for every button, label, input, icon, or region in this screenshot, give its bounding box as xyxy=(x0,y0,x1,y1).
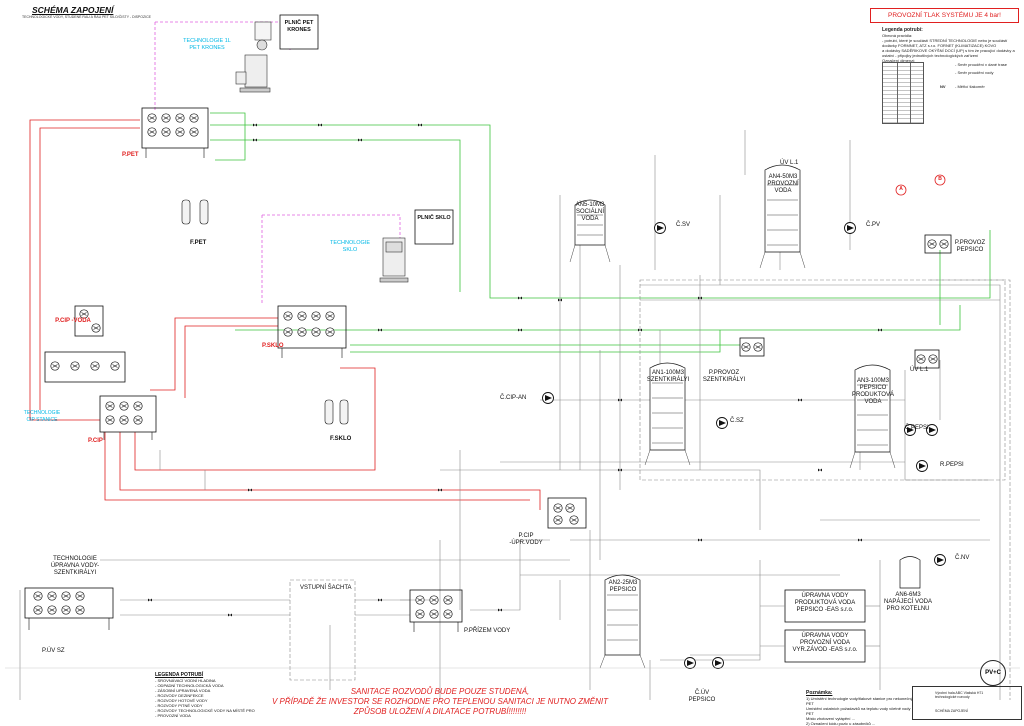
stamp-company: Výrobní hala ABC Vlašská H71 technologic… xyxy=(935,691,984,699)
label-p-cip-voda: P.CIP -VODA xyxy=(55,318,91,324)
label-tech-sklo: TECHNOLOGIE SKLO xyxy=(330,240,371,253)
legend-symbol-water: - Směr proudění vody xyxy=(955,70,994,75)
label-plnic-pet: PLNIČ PET KRONES xyxy=(284,20,314,33)
sanitation-note: SANITACE ROZVODŮ BUDE POUZE STUDENÁ, V P… xyxy=(250,687,630,717)
pipe-legend-item: - ROZVODY HOTOVÉ VODY xyxy=(155,698,208,703)
legend-dimension-table xyxy=(882,62,924,124)
legend-line: Obecná pravidla: xyxy=(882,33,913,38)
drawing-title: SCHÉMA ZAPOJENÍ xyxy=(32,5,114,15)
pipe-legend-item: - ROZVODY PITNÉ VODY xyxy=(155,703,203,708)
label-p-pet: P.PET xyxy=(122,152,139,158)
label-uv-l1-top: ÚV L.1 xyxy=(780,160,799,166)
label-p-sklo: P.SKLO xyxy=(262,343,284,349)
label-an1: AN1-100M3 SZENTKIRÁLYI xyxy=(646,370,690,383)
label-c-pepsi: Č.PEPSI xyxy=(905,425,929,431)
label-c-sz: Č.SZ xyxy=(730,418,744,424)
pipe-legend-item: - ODPADNÍ TECHNOLOGICKÁ VODA xyxy=(155,683,224,688)
pipe-legend-item: - SROVNÁVACÍ VODNÍ HLADINA xyxy=(155,678,216,683)
label-an2: AN2-25M3 PEPSICO xyxy=(608,580,638,593)
label-tech-upravna: TECHNOLOGIE ÚPRAVNA VODY-SZENTKIRÁLYI xyxy=(50,556,100,576)
label-c-uv-pepsico: Č.ÚV PEPSICO xyxy=(688,690,716,703)
legend-symbol-gauge: - Měřicí tlakoměr xyxy=(955,84,985,89)
label-p-cip-upr: P.CIP -ÚPR.VODY xyxy=(509,533,543,546)
label-f-sklo: F.SKLO xyxy=(330,436,352,442)
label-an4: AN4-50M3 PROVOZNÍ VODA xyxy=(767,174,799,194)
label-circle-b: B xyxy=(938,176,942,182)
label-plnic-sklo: PLNIČ SKLO xyxy=(417,215,451,221)
poznamka-title: Poznámka: xyxy=(806,690,833,696)
label-f-pet: F.PET xyxy=(190,240,207,246)
pipe-legend-item: - PROVOZNÍ VODA xyxy=(155,713,191,718)
label-c-sv: Č.SV xyxy=(676,222,691,228)
label-tech-cip: TECHNOLOGIE CIP STANICE xyxy=(23,410,61,423)
poznamka-line: Umístění ostatních požadavků na teplotu … xyxy=(806,706,911,716)
label-r-pepsi: R.PEPSI xyxy=(940,462,964,468)
legend-table-note: Označení dimenzí: xyxy=(882,58,916,63)
pipe-legend-item: - ZÁSOBNÍ UPRAVENÁ VODA xyxy=(155,688,211,693)
poznamka-line: 1) Umístění technologie vody/tlakové sta… xyxy=(806,696,913,706)
pipe-legend-item: - ROZVODY DEZINFEKCE xyxy=(155,693,204,698)
label-c-pv: Č.PV xyxy=(866,222,881,228)
legend-line: a dodávky SADĚRIKOVE OKÝŠNÍ DOCÍ (UP) s … xyxy=(882,48,1015,53)
label-c-nv: Č.NV xyxy=(955,555,970,561)
legend-line: dodávky FORMNET, ATZ s.r.o. FORNET (KLIM… xyxy=(882,43,997,48)
legend-line: - potrubí, které je součástí STREDNÍ TEC… xyxy=(882,38,1008,43)
legend-line: ostatní - připojky jednotlivých technolo… xyxy=(882,53,979,58)
label-circle-a: A xyxy=(899,186,903,192)
legend-symbol-flow: - Směr proudění v dané trase xyxy=(955,62,1008,67)
label-c-cip-an: Č.CIP-AN xyxy=(500,395,527,401)
legend-title: Legenda potrubí: xyxy=(882,27,923,33)
label-an6: AN6-6M3 NAPÁJECÍ VODA PRO KOTELNU xyxy=(883,592,932,612)
pipe-legend-item: - ROZVODY TECHNOLOGICKÉ VODY NA MÍSTĚ PR… xyxy=(155,708,255,713)
legend-nv-symbol: NV xyxy=(940,84,946,89)
pipe-legend: LEGENDA POTRUBÍ - SROVNÁVACÍ VODNÍ HLADI… xyxy=(155,672,255,719)
title-stamp: Výrobní hala ABC Vlašská H71 technologic… xyxy=(912,686,1022,720)
legend: Legenda potrubí: Obecná pravidla: - potr… xyxy=(882,27,1015,64)
label-an3: AN3-100M3 PEPSICO PRODUKTOVÁ VODA xyxy=(852,378,894,405)
sanitation-note-line: SANITACE ROZVODŮ BUDE POUZE STUDENÁ, xyxy=(350,687,530,696)
pipe-legend-title: LEGENDA POTRUBÍ xyxy=(155,672,204,678)
pvc-logo: PV+C xyxy=(980,660,1006,686)
label-p-provoz-szent: P.PROVOZ SZENTKIRÁLYI xyxy=(702,370,746,383)
sanitation-note-line: V PŘÍPADĚ ŽE INVESTOR SE ROZHODNE PRO TE… xyxy=(271,697,609,706)
poznamka-line: 2) Označení kódu pozic u zásobníků ... xyxy=(806,721,876,726)
label-p-provoz-pepsico: P.PROVOZ PEPSICO xyxy=(954,240,986,253)
drawing-subtitle: TECHNOLOGICKÉ VODY, STUDENÉ RAU A RAU PE… xyxy=(22,15,151,19)
label-p-uv-sz: P.ÚV SZ xyxy=(42,648,65,654)
stamp-drawing: SCHÉMA ZAPOJENÍ xyxy=(935,709,968,713)
label-p-cip: P.CIP xyxy=(88,438,103,444)
label-an5: AN5-10M3 SOCIÁLNÍ VODA xyxy=(575,202,605,222)
label-upr-prod: ÚPRAVNA VODY PRODUKTOVÁ VODA PEPSICO -EA… xyxy=(794,593,856,613)
label-p-prizem: P.PŘÍZEM VODY xyxy=(464,628,511,634)
pressure-note: PROVOZNÍ TLAK SYSTÉMU JE 4 bar! xyxy=(870,8,1019,23)
label-tech-pet: TECHNOLOGIE 1L PET KRONES xyxy=(183,38,231,51)
poznamka-line: Místo zhotovení vytápění ... xyxy=(806,716,855,721)
label-vstupni: VSTUPNÍ ŠACHTA xyxy=(300,585,352,591)
label-upr-provoz: ÚPRAVNA VODY PROVOZNÍ VODA VYR.ZÁVOD -EA… xyxy=(792,633,858,653)
sanitation-note-line: ZPŮSOB ULOŽENÍ A DILATACE POTRUBÍ!!!!!!!… xyxy=(353,707,527,716)
label-uv-l1-right: ÚV L.1 xyxy=(910,367,929,373)
